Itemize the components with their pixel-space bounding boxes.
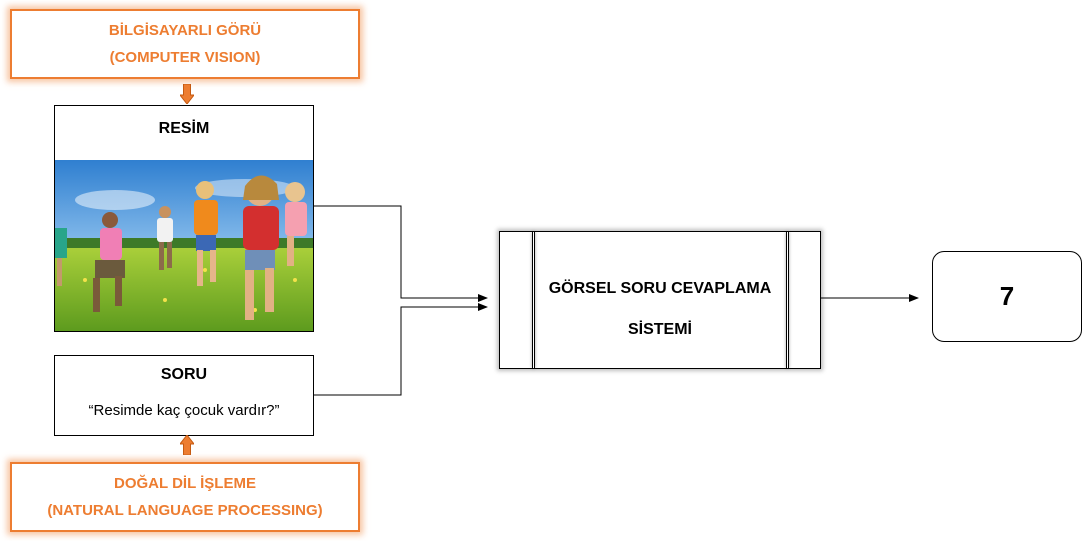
nlp-box: DOĞAL DİL İŞLEME (NATURAL LANGUAGE PROCE… xyxy=(10,462,360,532)
answer-box: 7 xyxy=(932,251,1082,342)
computer-vision-box: BİLGİSAYARLI GÖRÜ (COMPUTER VISION) xyxy=(10,9,360,79)
vqa-system-box: GÖRSEL SORU CEVAPLAMA SİSTEMİ xyxy=(499,231,821,369)
answer-value: 7 xyxy=(999,281,1015,311)
computer-vision-title: BİLGİSAYARLI GÖRÜ xyxy=(108,21,262,39)
down-arrow-icon xyxy=(180,84,194,104)
vqa-system-line1: GÖRSEL SORU CEVAPLAMA xyxy=(548,280,772,297)
vqa-system-line2: SİSTEMİ xyxy=(627,321,692,338)
computer-vision-subtitle: (COMPUTER VISION) xyxy=(109,49,261,67)
image-box: RESİM xyxy=(54,105,314,332)
vqa-right-divider xyxy=(786,232,789,368)
nlp-subtitle: (NATURAL LANGUAGE PROCESSING) xyxy=(47,502,323,520)
question-title: SORU xyxy=(160,366,208,383)
question-text: “Resimde kaç çocuk vardır?” xyxy=(88,402,280,419)
up-arrow-icon xyxy=(180,435,194,455)
image-title: RESİM xyxy=(158,120,210,137)
question-to-system-connector xyxy=(314,303,488,396)
question-box: SORU “Resimde kaç çocuk vardır?” xyxy=(54,355,314,436)
vqa-system-label: GÖRSEL SORU CEVAPLAMA SİSTEMİ xyxy=(534,268,786,350)
nlp-title: DOĞAL DİL İŞLEME xyxy=(114,474,256,492)
children-running-photo xyxy=(55,160,313,331)
vqa-left-divider xyxy=(532,232,535,368)
image-to-system-connector xyxy=(314,205,488,302)
